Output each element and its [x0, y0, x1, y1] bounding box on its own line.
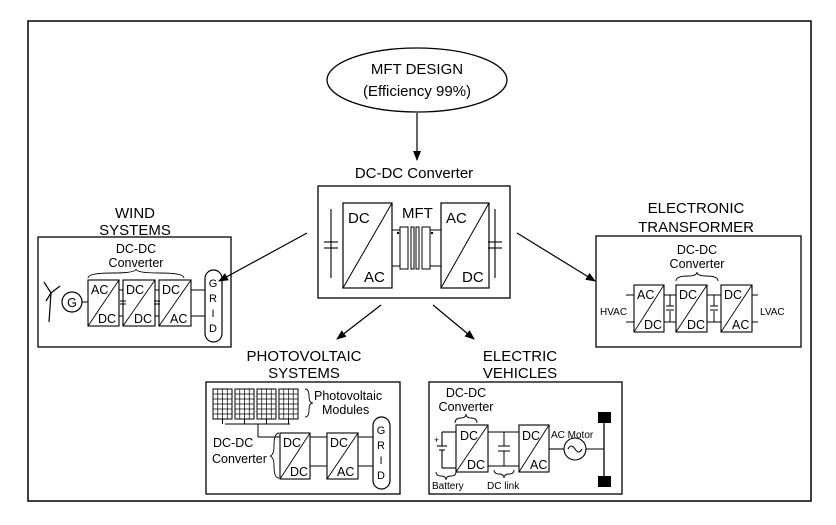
electronic-b1-bot: DC — [644, 318, 662, 332]
dc-link-label: DC link — [487, 481, 520, 492]
mft-label: MFT — [402, 205, 433, 222]
outer-frame — [27, 20, 812, 502]
pv-grid — [372, 416, 391, 490]
pv-modules-label-2: Modules — [322, 403, 369, 417]
hvac-label: HVAC — [600, 307, 627, 318]
wind-conv-label-2: Converter — [109, 256, 164, 270]
wind-grid-r: R — [209, 293, 217, 305]
center-left-dc: DC — [348, 210, 370, 227]
battery-icon — [437, 431, 456, 469]
mft-design-title: MFT DESIGN — [371, 61, 463, 78]
ev-b1-top: DC — [460, 429, 478, 443]
wind-conv-label-1: DC-DC — [116, 242, 156, 256]
ac-motor-label: AC Motor — [551, 430, 594, 441]
ev-conv-label-2: Converter — [439, 400, 494, 414]
arrow-to-ev — [432, 304, 475, 340]
mft-design-node: MFT DESIGN (Efficiency 99%) — [326, 47, 508, 113]
photovoltaic-systems-box: Photovoltaic Modules DC-DC Converter DC … — [205, 381, 401, 495]
electric-vehicles-box: DC-DC Converter + Battery DC DC — [428, 381, 623, 495]
electronic-title-1: ELECTRONIC — [648, 200, 745, 217]
wind-grid-i: I — [211, 308, 214, 320]
ev-title-1: ELECTRIC — [483, 348, 557, 365]
wind-systems-box: DC-DC Converter G AC DC DC DC DC AC — [37, 236, 232, 348]
arrow-to-pv — [336, 304, 382, 340]
ev-conv-label-1: DC-DC — [446, 386, 486, 400]
pv-b2-top: DC — [330, 436, 348, 450]
center-converter-title: DC-DC Converter — [355, 165, 473, 182]
ev-b2-bot: AC — [530, 458, 547, 472]
center-right-dc: DC — [462, 269, 484, 286]
electronic-b1-top: AC — [637, 288, 654, 302]
pv-grid-d: D — [377, 470, 385, 482]
pv-b2-bot: AC — [337, 465, 354, 479]
wind-b1-top: AC — [91, 283, 108, 297]
ev-b1-bot: DC — [467, 458, 485, 472]
pv-grid-g: G — [377, 425, 386, 437]
electronic-b3-top: DC — [724, 288, 742, 302]
pv-title-2: SYSTEMS — [268, 365, 340, 382]
wind-title-2: SYSTEMS — [99, 222, 171, 239]
pv-conv-label-2: Converter — [212, 452, 267, 466]
electronic-b3-bot: AC — [732, 318, 749, 332]
ev-title-2: VEHICLES — [483, 365, 557, 382]
wind-grid-g: G — [209, 278, 218, 290]
arrow-to-electronic — [516, 232, 596, 282]
arrow-to-wind — [218, 232, 308, 282]
ac-motor-icon — [549, 437, 604, 461]
center-right-ac: AC — [446, 210, 467, 227]
pv-b1-bot: DC — [290, 465, 308, 479]
pv-grid-i: I — [379, 455, 382, 467]
electronic-b2-bot: DC — [687, 318, 705, 332]
wind-b3-bot: AC — [170, 312, 187, 326]
center-converter-box: DC AC MFT AC DC — [317, 185, 511, 299]
pv-modules-icon — [212, 388, 299, 424]
ev-b2-top: DC — [522, 429, 540, 443]
wind-b2-top: DC — [126, 283, 144, 297]
wind-b1-bot: DC — [98, 312, 116, 326]
pv-b1-top: DC — [283, 436, 301, 450]
electronic-title-2: TRANSFORMER — [638, 219, 754, 236]
wind-title-1: WIND — [115, 205, 155, 222]
pv-modules-label-1: Photovoltaic — [314, 389, 382, 403]
electronic-transformer-box: DC-DC Converter HVAC AC DC DC DC DC AC L… — [595, 235, 802, 348]
wind-grid-d: D — [209, 323, 217, 335]
pv-title-1: PHOTOVOLTAIC — [246, 348, 361, 365]
wind-grid — [204, 269, 223, 343]
center-left-ac: AC — [364, 269, 385, 286]
pv-conv-label-1: DC-DC — [213, 436, 253, 450]
electronic-conv-label-2: Converter — [670, 257, 725, 271]
svg-text:+: + — [434, 435, 439, 445]
wind-turbine-icon — [43, 281, 61, 323]
battery-label: Battery — [432, 481, 464, 492]
wind-b3-top: DC — [162, 283, 180, 297]
pv-grid-r: R — [377, 440, 385, 452]
wind-b2-bot: DC — [134, 312, 152, 326]
wind-gen-label: G — [67, 296, 77, 310]
electronic-b2-top: DC — [679, 288, 697, 302]
electronic-conv-label-1: DC-DC — [677, 243, 717, 257]
mft-efficiency-label: (Efficiency 99%) — [363, 83, 471, 100]
vehicle-wheels-icon — [598, 412, 611, 487]
lvac-label: LVAC — [760, 307, 785, 318]
